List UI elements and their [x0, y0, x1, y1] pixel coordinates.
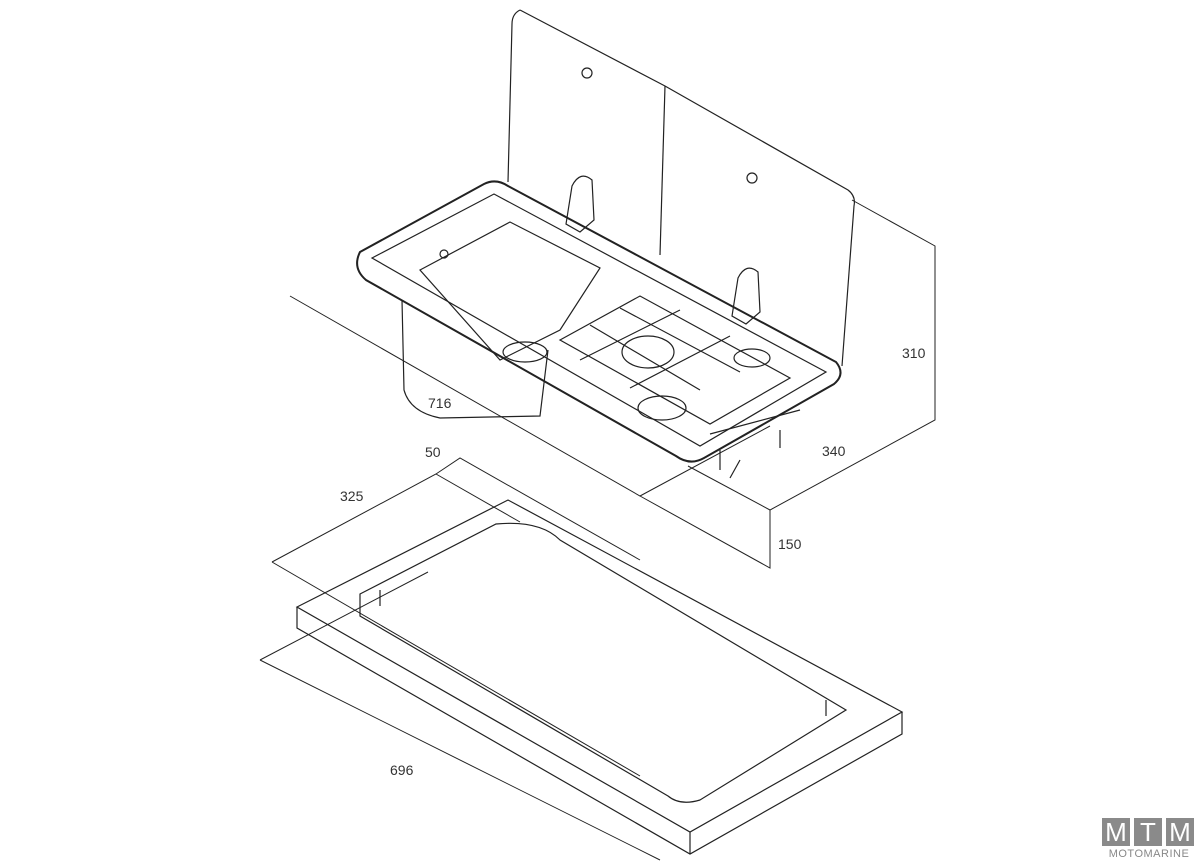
dimension-310: 310	[902, 345, 926, 361]
motomarine-logo: M T M MOTOMARINE	[1102, 818, 1196, 860]
burners-and-grid	[558, 295, 801, 479]
dimension-50: 50	[425, 444, 441, 460]
logo-letter: T	[1134, 818, 1162, 846]
cutout-frame	[295, 499, 904, 855]
logo-letter: M	[1102, 818, 1130, 846]
dimension-340: 340	[822, 443, 846, 459]
sink-rim	[356, 180, 842, 463]
dimension-325: 325	[340, 488, 364, 504]
dimension-716: 716	[428, 395, 452, 411]
hinges	[565, 175, 761, 325]
logo-letter: M	[1166, 818, 1194, 846]
sink-basin	[401, 221, 601, 419]
dimension-box-upper	[289, 199, 936, 569]
dimension-150: 150	[778, 536, 802, 552]
dimension-planes-lower	[259, 457, 661, 861]
dimension-696: 696	[390, 762, 414, 778]
glass-lid	[507, 9, 855, 367]
logo-word: MOTOMARINE	[1108, 848, 1190, 860]
